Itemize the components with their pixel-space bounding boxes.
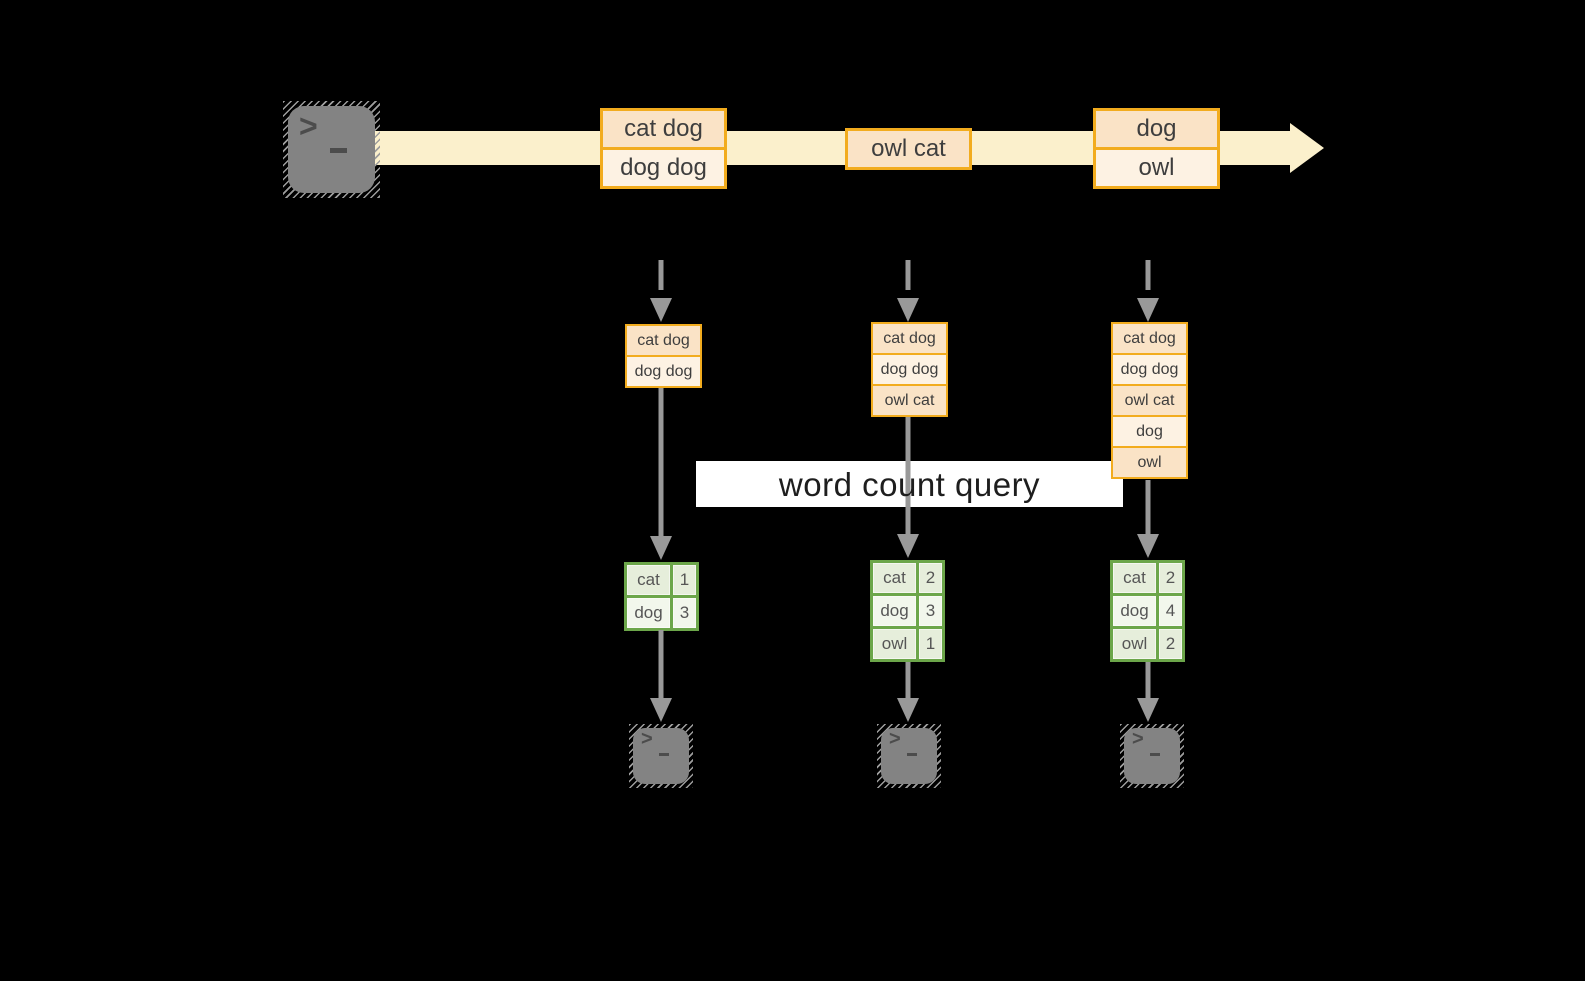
stream-event-box-3: dog owl xyxy=(1093,108,1220,189)
dashed-down-arrow-icon xyxy=(1137,260,1159,322)
count-word-cell: dog xyxy=(873,596,916,626)
state-row: owl xyxy=(1113,446,1186,477)
count-value-cell: 2 xyxy=(1159,563,1182,593)
stream-right-arrow-icon xyxy=(1290,123,1324,173)
sink-terminal-icon: > xyxy=(629,724,693,788)
query-banner-label: word count query xyxy=(778,466,1041,503)
state-row: owl cat xyxy=(873,384,946,415)
event-row: owl cat xyxy=(848,131,969,167)
count-word-cell: dog xyxy=(627,598,670,628)
count-value-cell: 1 xyxy=(919,629,942,659)
down-arrow-icon xyxy=(650,388,672,560)
state-row: dog dog xyxy=(1113,353,1186,384)
count-value-cell: 2 xyxy=(919,563,942,593)
count-word-cell: owl xyxy=(1113,629,1156,659)
sink-terminal-icon: > xyxy=(1120,724,1184,788)
terminal-screen: > xyxy=(881,728,937,784)
count-word-cell: owl xyxy=(873,629,916,659)
count-value-cell: 4 xyxy=(1159,596,1182,626)
source-terminal-icon: > xyxy=(283,101,380,198)
count-table-3: cat 2 dog 4 owl 2 xyxy=(1110,560,1185,662)
count-word-cell: cat xyxy=(627,565,670,595)
event-row: owl xyxy=(1096,147,1217,186)
event-row: dog dog xyxy=(603,147,724,186)
state-row: dog xyxy=(1113,415,1186,446)
down-arrow-icon xyxy=(1137,662,1159,722)
count-word-cell: cat xyxy=(1113,563,1156,593)
state-row: owl cat xyxy=(1113,384,1186,415)
state-stack-2: cat dog dog dog owl cat xyxy=(871,322,948,417)
state-row: cat dog xyxy=(1113,324,1186,353)
terminal-screen: > xyxy=(1124,728,1180,784)
prompt-chevron-icon: > xyxy=(889,728,901,750)
state-row: dog dog xyxy=(873,353,946,384)
state-row: cat dog xyxy=(873,324,946,353)
count-table-1: cat 1 dog 3 xyxy=(624,562,699,631)
event-row: dog xyxy=(1096,111,1217,147)
count-table-2: cat 2 dog 3 owl 1 xyxy=(870,560,945,662)
count-word-cell: dog xyxy=(1113,596,1156,626)
state-stack-3: cat dog dog dog owl cat dog owl xyxy=(1111,322,1188,479)
count-word-cell: cat xyxy=(873,563,916,593)
prompt-underscore-icon xyxy=(1150,753,1160,756)
prompt-underscore-icon xyxy=(659,753,669,756)
down-arrow-icon xyxy=(897,417,919,558)
down-arrow-icon xyxy=(897,662,919,722)
state-row: dog dog xyxy=(627,355,700,386)
count-value-cell: 1 xyxy=(673,565,696,595)
prompt-underscore-icon xyxy=(907,753,917,756)
state-stack-1: cat dog dog dog xyxy=(625,324,702,388)
prompt-underscore-icon xyxy=(330,148,347,153)
prompt-chevron-icon: > xyxy=(641,728,653,750)
dashed-down-arrow-icon xyxy=(897,260,919,322)
sink-terminal-icon: > xyxy=(877,724,941,788)
dashed-down-arrow-icon xyxy=(650,260,672,322)
count-value-cell: 3 xyxy=(919,596,942,626)
stream-event-box-2: owl cat xyxy=(845,128,972,170)
down-arrow-icon xyxy=(1137,480,1159,558)
prompt-chevron-icon: > xyxy=(1132,728,1144,750)
stream-event-box-1: cat dog dog dog xyxy=(600,108,727,189)
down-arrow-icon xyxy=(650,630,672,722)
terminal-screen: > xyxy=(633,728,689,784)
event-row: cat dog xyxy=(603,111,724,147)
state-row: cat dog xyxy=(627,326,700,355)
terminal-screen: > xyxy=(288,106,375,193)
count-value-cell: 2 xyxy=(1159,629,1182,659)
prompt-chevron-icon: > xyxy=(299,108,318,144)
count-value-cell: 3 xyxy=(673,598,696,628)
